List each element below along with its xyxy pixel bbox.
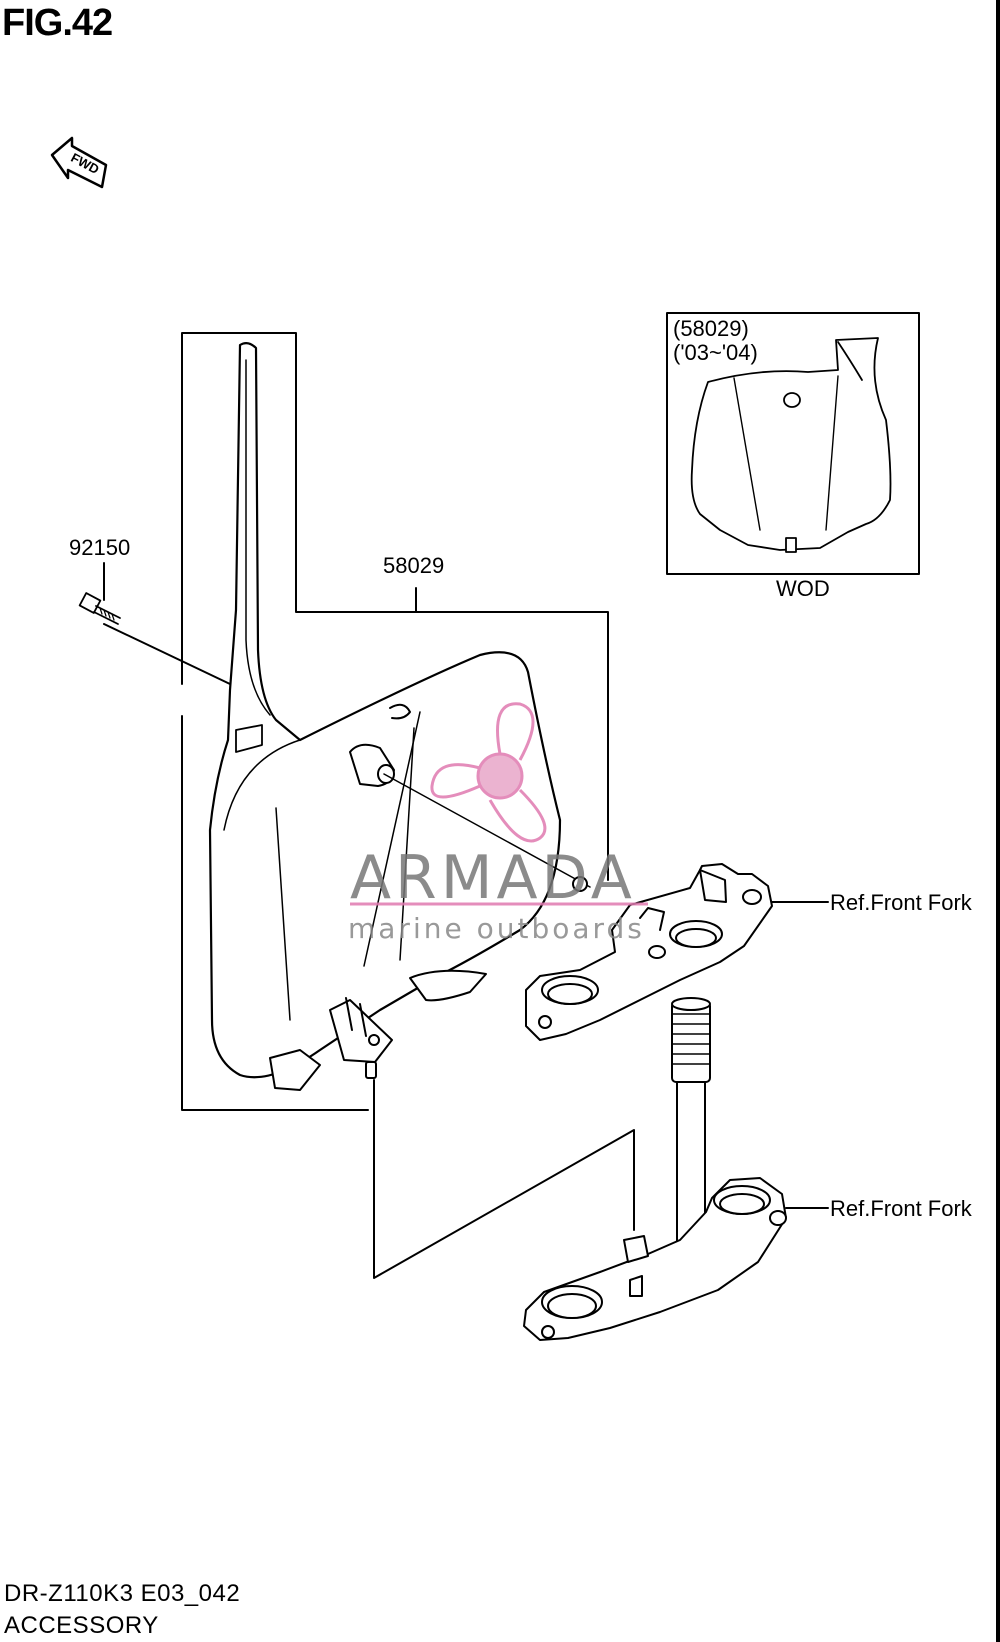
- part-number-fender: 58029: [383, 553, 445, 578]
- propeller-logo-icon: [430, 702, 547, 843]
- number-plate-fender: [208, 341, 562, 1091]
- figure-title: FIG.42: [2, 2, 113, 44]
- inset-region: WOD: [776, 576, 830, 601]
- watermark-tagline: marine outboards: [348, 912, 645, 945]
- armada-watermark: ARMADA marine outboards: [348, 702, 648, 945]
- part-number-bolt: 92150: [69, 535, 131, 560]
- footer-section: ACCESSORY: [4, 1612, 159, 1639]
- inset-number-plate-icon: [690, 337, 892, 553]
- ref-front-fork-lower: Ref.Front Fork: [830, 1196, 972, 1221]
- inset-part-number: (58029): [673, 316, 749, 341]
- ref-front-fork-upper: Ref.Front Fork: [830, 890, 972, 915]
- inset-years: ('03~'04): [673, 340, 758, 365]
- fwd-arrow-icon: FWD: [50, 136, 108, 189]
- bolt-92150-icon: [78, 592, 121, 625]
- inset-box: [666, 312, 920, 575]
- fender-group-bracket: [181, 332, 609, 881]
- bolt-leader-line: [103, 623, 231, 685]
- lower-fork-bracket-icon: [523, 1177, 829, 1341]
- footer-model-code: DR-Z110K3 E03_042: [4, 1580, 241, 1607]
- page-right-border: [996, 0, 1000, 1642]
- upper-fork-bracket-icon: [525, 863, 829, 1041]
- watermark-brand: ARMADA: [350, 843, 636, 913]
